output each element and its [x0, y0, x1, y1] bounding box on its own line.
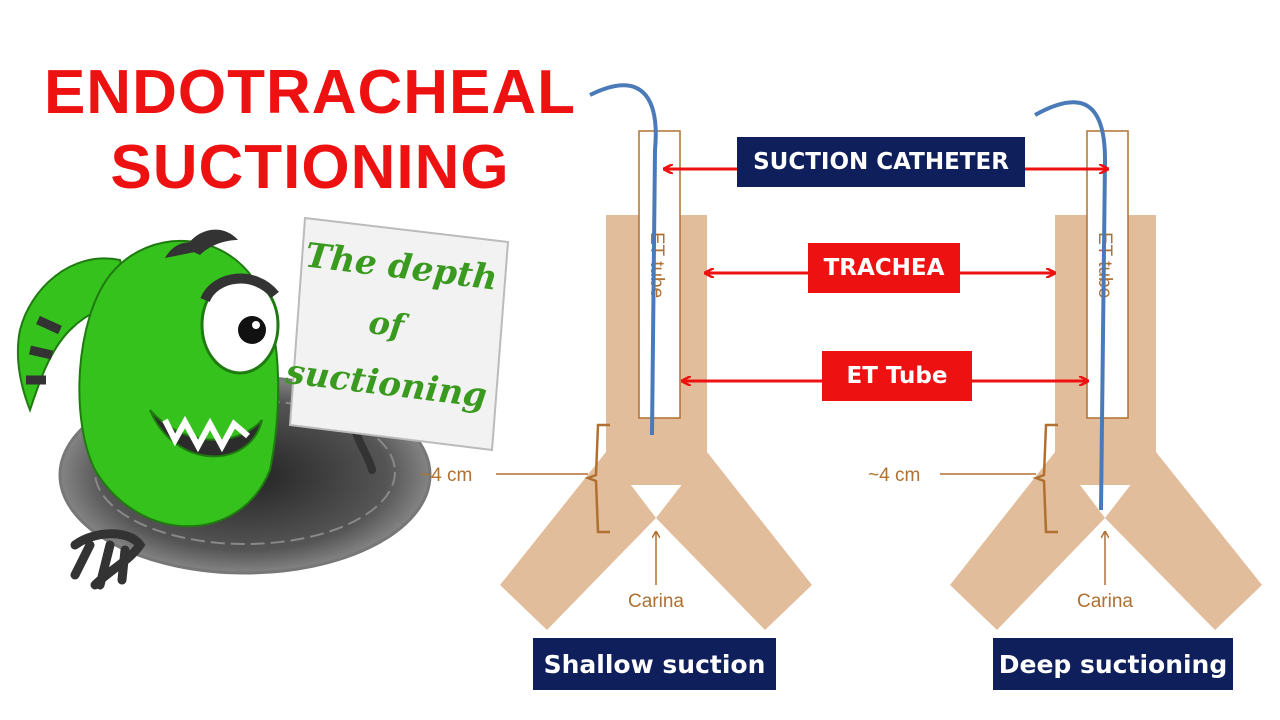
right-bronchus-left: [950, 452, 1105, 630]
left-airway-diagram: ET tube ~4 cm Carina: [420, 83, 812, 630]
hand-icon: [70, 529, 146, 590]
left-et-tube: [638, 130, 681, 419]
left-carina-label: Carina: [628, 591, 684, 612]
left-depth-bracket: [584, 423, 610, 534]
et-tube-label: ET Tube: [822, 351, 972, 401]
suction-catheter-label: SUCTION CATHETER: [737, 137, 1025, 187]
left-tube-label: ET tube: [646, 232, 667, 298]
right-depth-bracket: [1032, 423, 1058, 534]
left-depth-label: ~4 cm: [420, 465, 472, 486]
right-depth-label: ~4 cm: [868, 465, 920, 486]
sign-board: The depth of suctioning: [283, 216, 510, 452]
page-title-line-2: SUCTIONING: [110, 133, 510, 202]
shallow-suction-caption: Shallow suction: [533, 638, 776, 690]
left-bronchus-left: [500, 452, 656, 630]
deep-suctioning-caption: Deep suctioning: [993, 638, 1233, 690]
right-et-tube: [1086, 130, 1129, 419]
right-airway-diagram: ET tube ~4 cm Carina: [868, 100, 1262, 630]
right-carina-label: Carina: [1077, 591, 1133, 612]
right-suction-catheter: [1034, 100, 1108, 511]
left-suction-catheter: [589, 83, 658, 436]
trachea-label: TRACHEA: [808, 243, 960, 293]
left-bronchus-right: [656, 452, 812, 630]
right-bronchus-right: [1105, 452, 1262, 630]
page-title-line-1: ENDOTRACHEAL: [43, 58, 577, 127]
mouth-icon: [149, 409, 263, 458]
